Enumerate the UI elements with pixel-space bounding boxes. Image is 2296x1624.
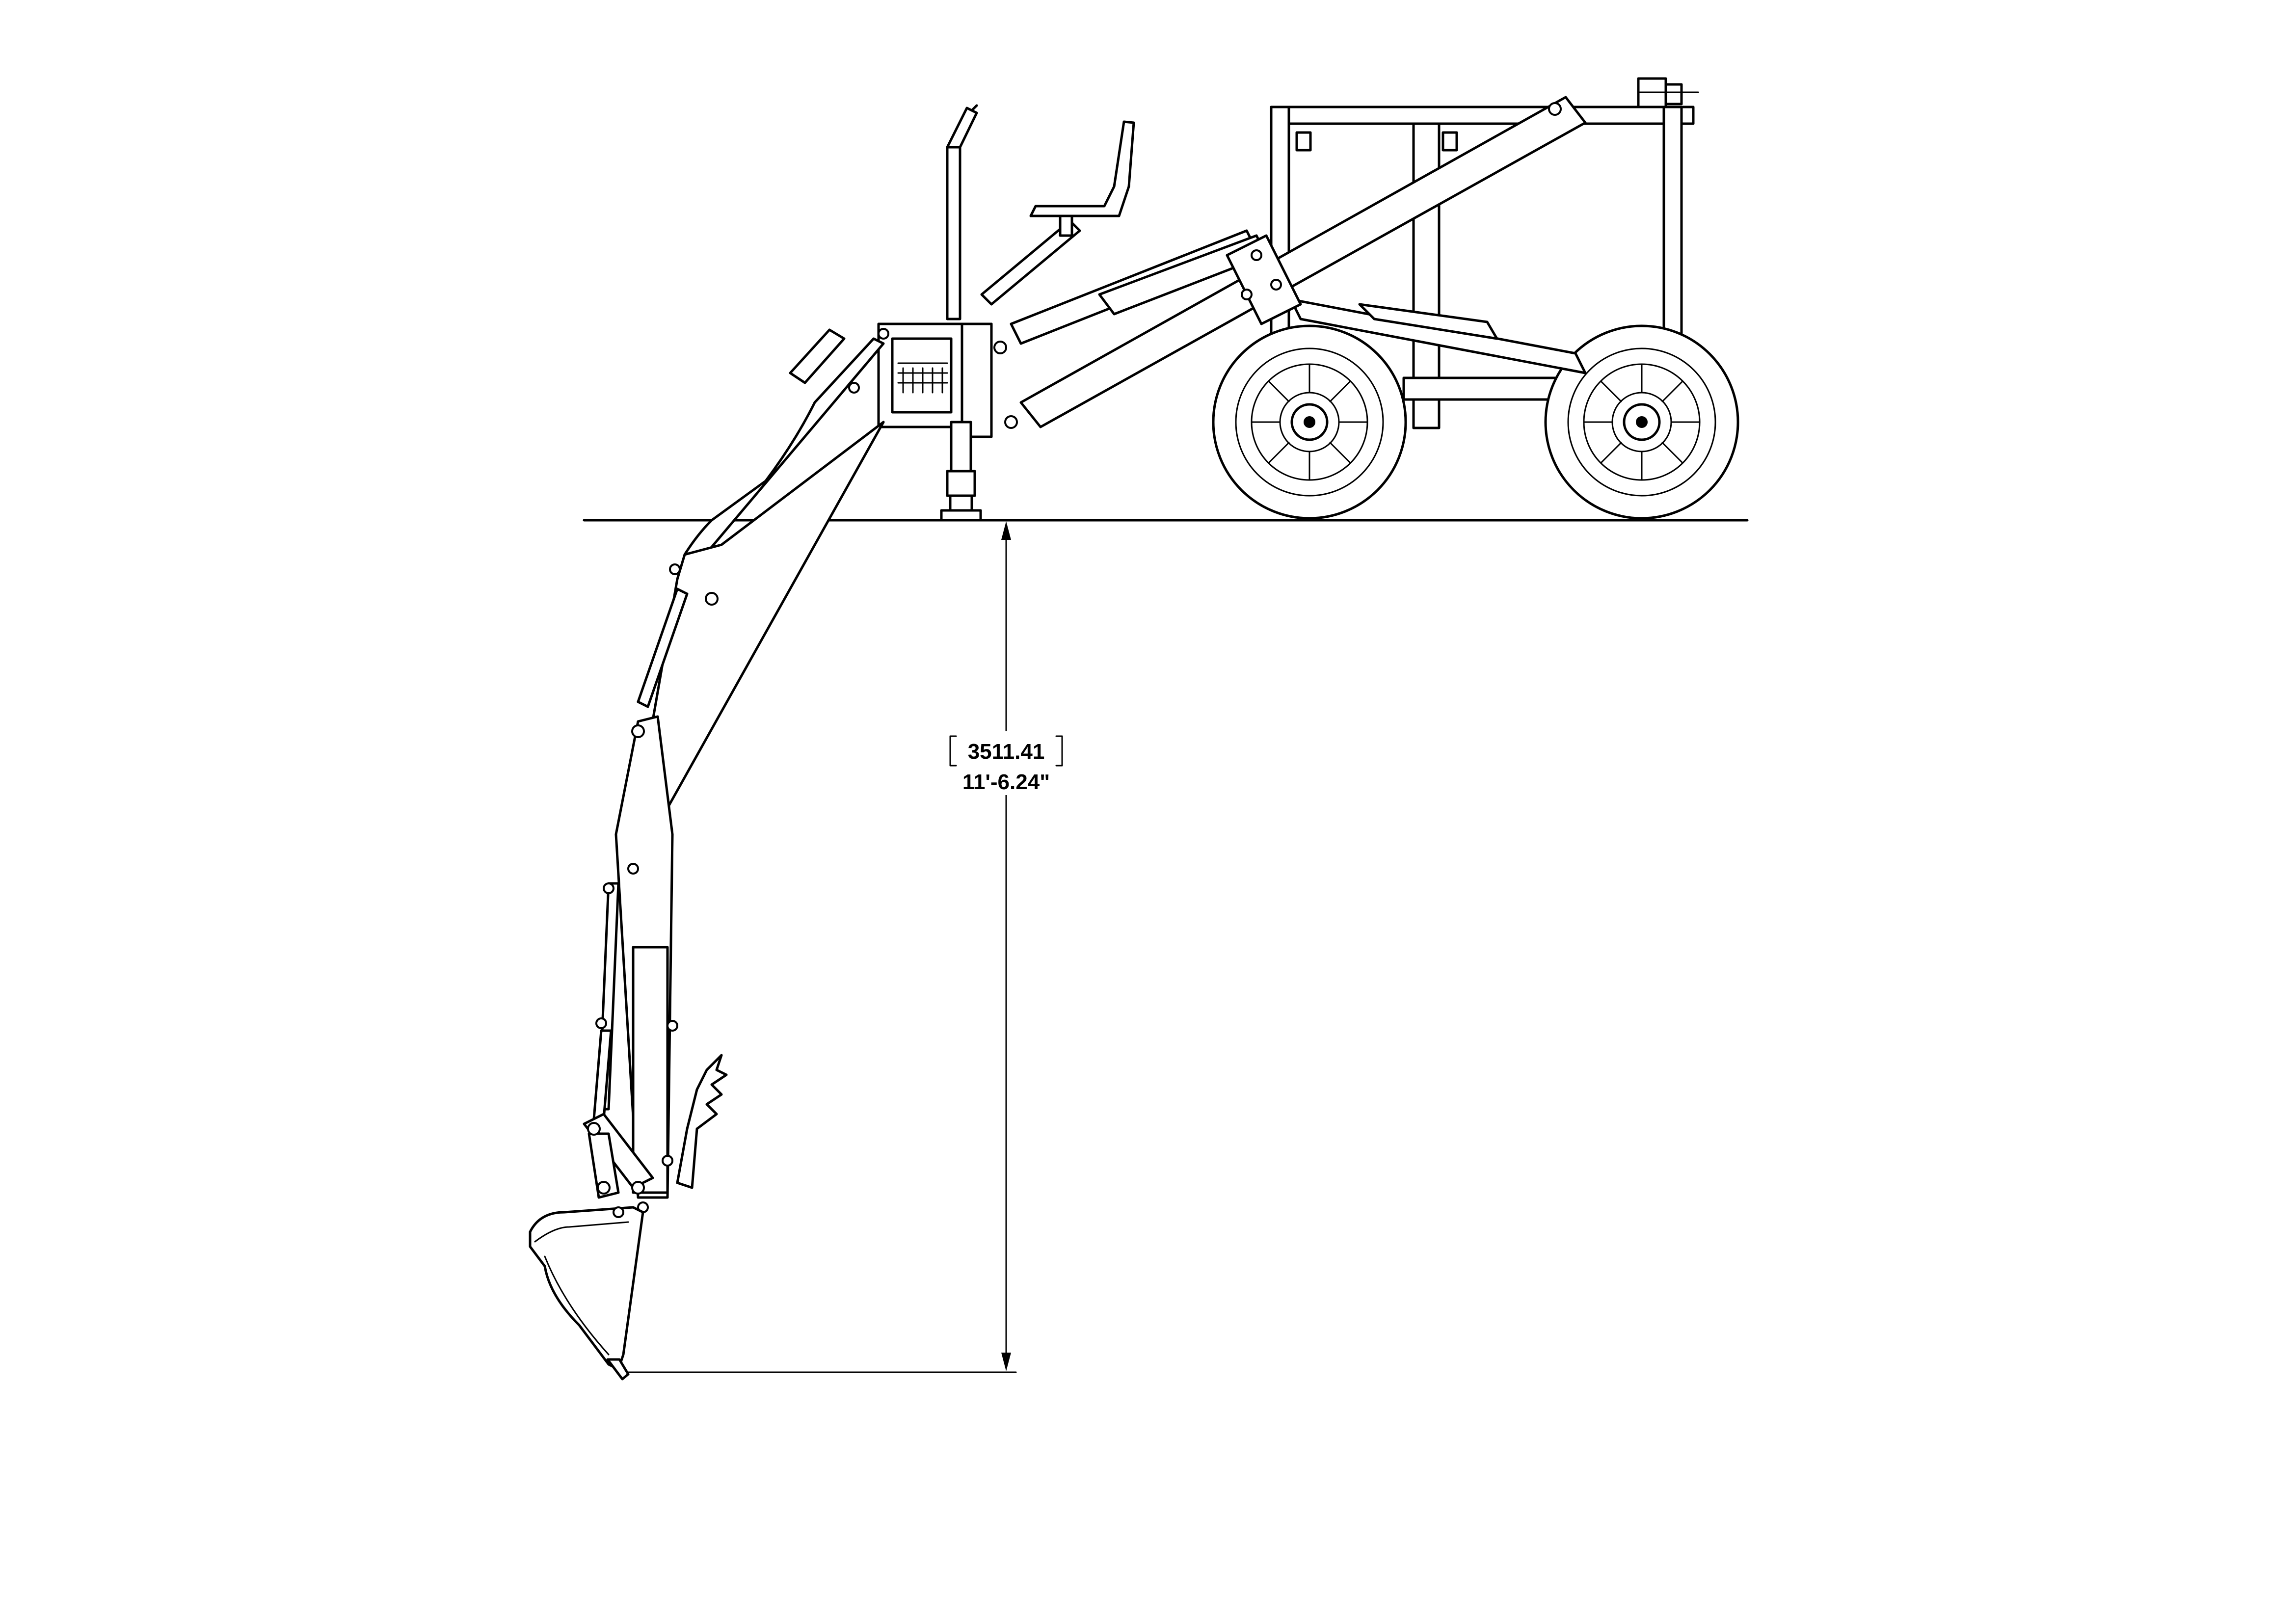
dimension-metric-value: 3511.41 — [968, 740, 1045, 764]
dimension-imperial-value: 11'-6.24" — [962, 770, 1050, 794]
operator-station — [946, 104, 1135, 320]
boom — [637, 328, 885, 836]
dimension-arrow-bottom — [1001, 1353, 1011, 1371]
dimension-arrow-top — [1001, 521, 1011, 540]
rear-wheel — [1212, 324, 1407, 520]
metric-bracket-left — [949, 735, 957, 767]
swing-frame — [877, 322, 1018, 522]
dipper-stick — [592, 715, 678, 1199]
bucket — [529, 1206, 644, 1381]
metric-bracket-right — [1055, 735, 1063, 767]
mounting-plate — [1226, 234, 1302, 325]
bucket-linkage — [583, 1113, 654, 1213]
depth-dimension: 3511.41 11'-6.24" — [627, 521, 1065, 1373]
thumb — [662, 1054, 728, 1189]
front-wheel — [1544, 324, 1739, 520]
tow-beam — [1019, 96, 1587, 428]
support-strut — [1289, 298, 1587, 374]
